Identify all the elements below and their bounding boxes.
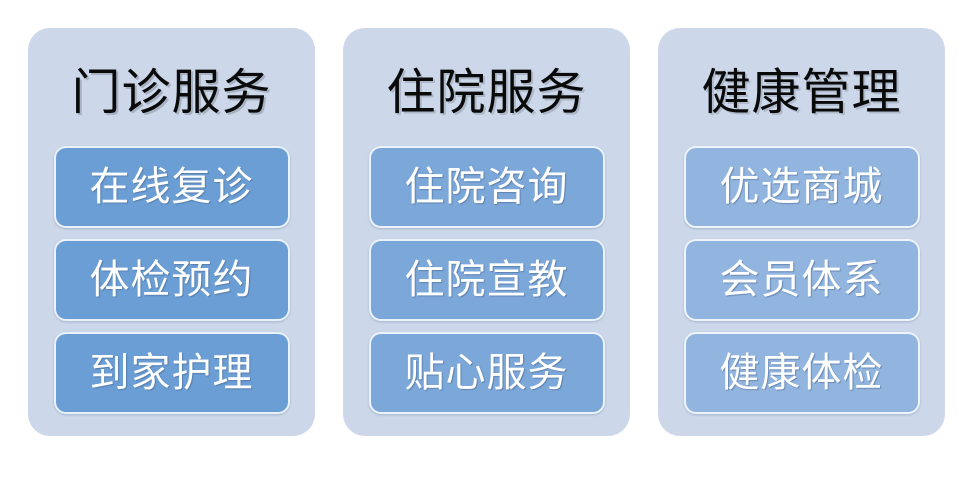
service-item-home-nursing[interactable]: 到家护理 (53, 332, 290, 414)
service-item-inpatient-consultation[interactable]: 住院咨询 (368, 146, 605, 228)
service-item-list-inpatient: 住院咨询 住院宣教 贴心服务 (368, 146, 605, 414)
service-item-considerate-service[interactable]: 贴心服务 (368, 332, 605, 414)
service-item-list-health-management: 优选商城 会员体系 健康体检 (683, 146, 920, 414)
service-item-online-follow-up[interactable]: 在线复诊 (53, 146, 290, 228)
service-card-health-management[interactable]: 健康管理 优选商城 会员体系 健康体检 (658, 28, 945, 436)
card-title-inpatient: 住院服务 (386, 65, 587, 120)
service-card-outpatient[interactable]: 门诊服务 在线复诊 体检预约 到家护理 (28, 28, 315, 436)
service-item-preferred-mall[interactable]: 优选商城 (683, 146, 920, 228)
service-item-checkup-appointment[interactable]: 体检预约 (53, 239, 290, 321)
service-item-membership-system[interactable]: 会员体系 (683, 239, 920, 321)
service-item-list-outpatient: 在线复诊 体检预约 到家护理 (53, 146, 290, 414)
service-card-inpatient[interactable]: 住院服务 住院咨询 住院宣教 贴心服务 (343, 28, 630, 436)
card-title-outpatient: 门诊服务 (71, 65, 272, 120)
service-item-inpatient-education[interactable]: 住院宣教 (368, 239, 605, 321)
card-title-health-management: 健康管理 (701, 65, 902, 120)
service-item-health-checkup[interactable]: 健康体检 (683, 332, 920, 414)
